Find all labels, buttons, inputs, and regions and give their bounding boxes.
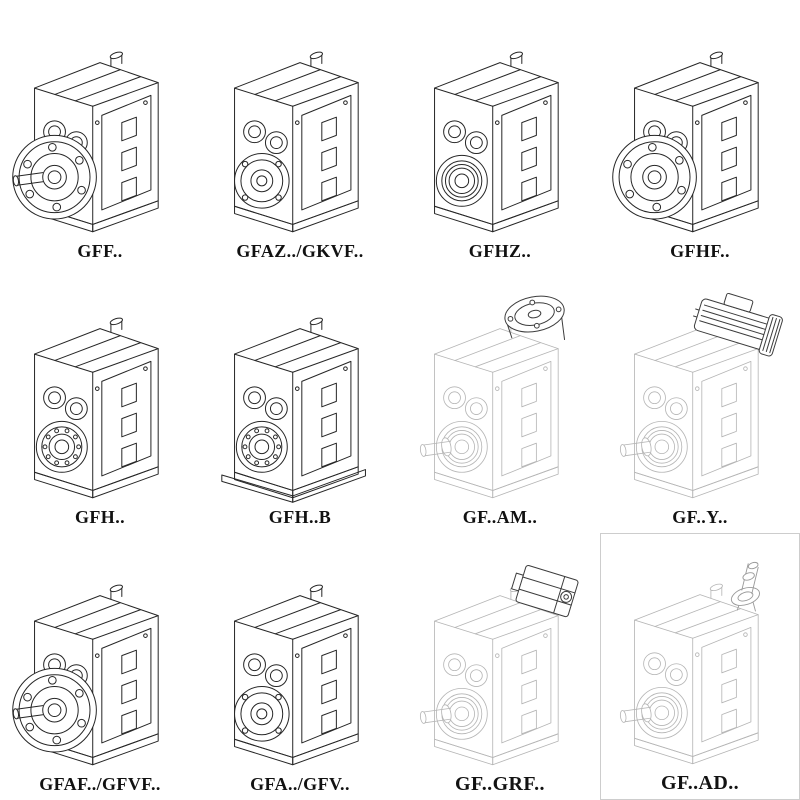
gearbox-drawing: [12, 584, 159, 766]
model-label: GF..AD..: [660, 771, 740, 794]
gearbox-drawing: [619, 293, 783, 499]
model-label: GFHF..: [670, 240, 730, 261]
model-label: GF..GRF..: [455, 772, 545, 795]
catalog-cell: GF..Y..: [600, 267, 800, 534]
model-label: GF..AM..: [462, 507, 538, 528]
catalog-cell: GFH..: [0, 267, 200, 534]
model-label: GFF..: [77, 240, 123, 261]
gearbox-drawing: [34, 317, 159, 499]
model-label: GF..Y..: [672, 507, 728, 528]
model-label: GFA../GFV..: [250, 773, 350, 794]
gearbox-drawing: [612, 51, 759, 232]
gearbox-drawing: [419, 296, 566, 499]
gearbox-drawing: [434, 51, 559, 232]
model-label: GFH..B: [268, 507, 332, 528]
model-label: GFH..: [75, 507, 125, 528]
gearbox-drawing: [419, 564, 579, 766]
catalog-cell: GFH..B: [200, 267, 400, 534]
gearbox-drawing: [234, 584, 359, 766]
gearbox-drawing: [12, 51, 159, 232]
gearbox-drawing: [234, 51, 359, 232]
model-label: GFAZ../GKVF..: [236, 240, 364, 261]
model-label: GFHZ..: [468, 240, 532, 261]
catalog-cell: GF..GRF..: [400, 533, 600, 800]
catalog-cell: GFA../GFV..: [200, 533, 400, 800]
catalog-cell: GFAF../GFVF..: [0, 533, 200, 800]
catalog-cell: GFAZ../GKVF..: [200, 0, 400, 267]
catalog-cell: GF..AM..: [400, 267, 600, 534]
catalog-cell: GFF..: [0, 0, 200, 267]
gearbox-drawing: [221, 317, 366, 504]
catalog-cell: GFHF..: [600, 0, 800, 267]
gearbox-drawing: [619, 561, 760, 765]
catalog-cell: GF..AD..: [600, 533, 800, 800]
model-label: GFAF../GFVF..: [39, 773, 161, 794]
catalog-cell: GFHZ..: [400, 0, 600, 267]
